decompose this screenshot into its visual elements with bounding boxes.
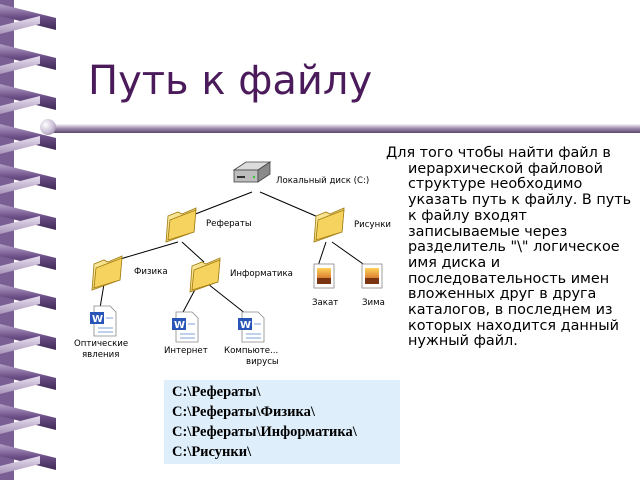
tree-connectors [99,191,367,315]
divider-knob [40,119,56,135]
title-divider [40,119,640,136]
binding-coil-highlight [0,456,40,474]
file-zima-label: Зима [362,298,385,308]
binding-coil [0,364,56,390]
folder-fizika-label: Физика [134,267,168,277]
binding-coil-highlight [0,216,40,234]
folder-icon [91,255,123,291]
binding-coil-highlight [0,256,40,274]
binding-coil [0,444,56,470]
folder-risunki-label: Рисунки [354,220,391,230]
binding-coil [0,164,56,190]
word-document-icon: W [238,311,265,343]
folder-icon [189,257,221,293]
file-tree-diagram: Локальный диск (C:) Рефераты Рисунки Физ… [74,161,391,367]
word-document-icon: W [172,311,199,343]
file-internet-label: Интернет [164,346,208,356]
disk-label: Локальный диск (C:) [276,176,369,186]
binding-coil-highlight [0,56,40,74]
file-computer-label-line1: Компьюте... [224,346,278,356]
path-example: C:\Рефераты\Информатика\ [172,424,357,440]
page-title: Путь к файлу [88,58,373,104]
binding-coil-highlight [0,16,40,34]
binding-coil-highlight [0,336,40,354]
binding-coil [0,324,56,350]
divider-bar [48,124,640,133]
binding-coil-highlight [0,296,40,314]
binding-coil-highlight [0,136,40,154]
svg-text:W: W [240,320,251,331]
binding-coil-highlight [0,176,40,194]
folder-icon [165,207,197,243]
path-example: C:\Рефераты\ [172,384,261,400]
folder-icon [313,207,345,243]
binding-coil-highlight [0,376,40,394]
file-opticheskie-label-line2: явления [82,350,119,360]
description-text: Для того чтобы найти файл в иерархическо… [386,145,632,350]
path-example: C:\Рисунки\ [172,444,252,460]
svg-text:W: W [174,320,185,331]
binding-coil [0,284,56,310]
binding-coil-highlight [0,416,40,434]
path-example: C:\Рефераты\Физика\ [172,404,315,420]
binding-coil [0,4,56,30]
binding-coil [0,404,56,430]
binding-coil [0,204,56,230]
image-file-icon [361,263,383,289]
folder-referaty-label: Рефераты [206,219,252,229]
binding-coil-highlight [0,96,40,114]
hard-drive-icon [232,161,272,183]
svg-text:W: W [92,314,103,325]
binding-coil [0,244,56,270]
spiral-binding-decoration [0,0,70,480]
path-examples-box: C:\Рефераты\ C:\Рефераты\Физика\ C:\Рефе… [164,380,400,464]
binding-coil [0,44,56,70]
file-computer-label-line2: вирусы [246,357,279,367]
word-document-icon: W [90,305,117,337]
file-opticheskie-label-line1: Оптические [74,339,128,349]
binding-coil [0,84,56,110]
file-zakat-label: Закат [312,298,338,308]
image-file-icon [313,263,335,289]
binding-coil [0,124,56,150]
folder-informatika-label: Информатика [230,269,293,279]
